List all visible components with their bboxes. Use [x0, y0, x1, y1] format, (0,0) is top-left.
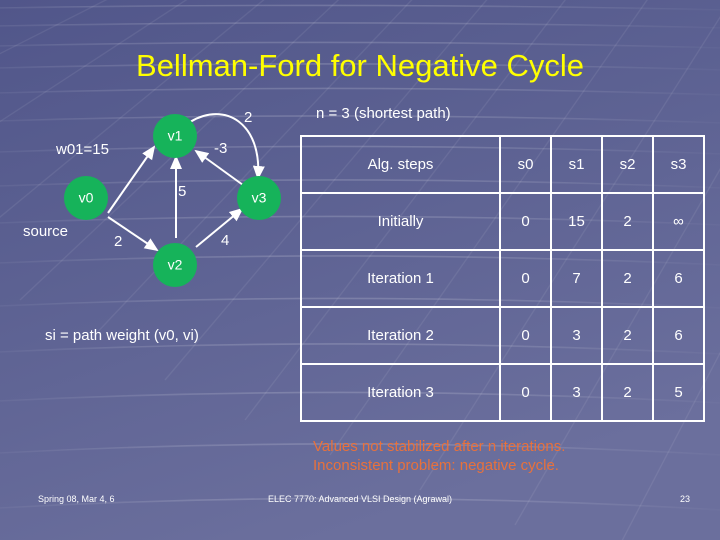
row-label: Iteration 1 — [300, 249, 501, 308]
cell-s1: 3 — [550, 363, 603, 422]
header-s2: s2 — [601, 135, 654, 194]
cell-s2: 2 — [601, 306, 654, 365]
table-caption: n = 3 (shortest path) — [316, 105, 451, 122]
node-v2: v2 — [153, 243, 197, 287]
edge-v2-v3 — [195, 207, 244, 248]
table-row: Iteration 1 0 7 2 6 — [300, 249, 705, 308]
footer-course: ELEC 7770: Advanced VLSI Design (Agrawal… — [267, 494, 453, 504]
cell-s0: 0 — [499, 363, 552, 422]
cell-s3: 6 — [652, 249, 705, 308]
page-title: Bellman-Ford for Negative Cycle — [136, 48, 584, 83]
si-definition: si = path weight (v0, vi) — [45, 327, 199, 344]
cell-s1: 3 — [550, 306, 603, 365]
graph-diagram: v1 v0 v3 v2 w01=15 2 -3 5 2 4 source — [10, 95, 310, 295]
header-s3: s3 — [652, 135, 705, 194]
cell-s0: 0 — [499, 192, 552, 251]
cell-s2: 2 — [601, 192, 654, 251]
edge-v0-v1 — [107, 145, 156, 214]
header-s0: s0 — [499, 135, 552, 194]
table-header-row: Alg. steps s0 s1 s2 s3 — [300, 135, 705, 194]
table-row: Iteration 3 0 3 2 5 — [300, 363, 705, 422]
edge-label-v3-v1: -3 — [214, 140, 228, 157]
svg-text:v0: v0 — [79, 190, 94, 206]
edge-label-v2-v3: 4 — [221, 232, 230, 249]
cell-s0: 0 — [499, 306, 552, 365]
alg-steps-table: Alg. steps s0 s1 s2 s3 Initially 0 15 2 … — [300, 135, 705, 422]
svg-text:v3: v3 — [252, 190, 267, 206]
row-label: Iteration 2 — [300, 306, 501, 365]
edge-label-v2-v1: 5 — [178, 183, 187, 200]
edge-label-w01: w01=15 — [56, 141, 109, 158]
warning-text: Values not stabilized after n iterations… — [313, 437, 565, 475]
cell-s2: 2 — [601, 363, 654, 422]
table-row: Iteration 2 0 3 2 6 — [300, 306, 705, 365]
cell-s3: 6 — [652, 306, 705, 365]
edge-v0-v2 — [107, 216, 159, 252]
warning-line-1: Values not stabilized after n iterations… — [313, 438, 566, 455]
edge-label-v1-v3: 2 — [244, 109, 253, 126]
svg-text:v2: v2 — [168, 257, 183, 273]
graph-svg: v1 v0 v3 v2 — [64, 113, 281, 287]
edge-label-v0-v2: 2 — [114, 233, 123, 250]
cell-s1: 7 — [550, 249, 603, 308]
cell-s3: ∞ — [652, 192, 705, 251]
slide-footer: Spring 08, Mar 4, 6 ELEC 7770: Advanced … — [0, 494, 720, 510]
edge-v1-v3-curve — [189, 113, 265, 180]
cell-s0: 0 — [499, 249, 552, 308]
row-label: Iteration 3 — [300, 363, 501, 422]
node-v1: v1 — [153, 114, 197, 158]
warning-line-2: Inconsistent problem: negative cycle. — [313, 457, 559, 474]
cell-s2: 2 — [601, 249, 654, 308]
node-v3: v3 — [237, 176, 281, 220]
cell-s1: 15 — [550, 192, 603, 251]
header-alg-steps: Alg. steps — [300, 135, 501, 194]
table-row: Initially 0 15 2 ∞ — [300, 192, 705, 251]
footer-date: Spring 08, Mar 4, 6 — [38, 494, 115, 504]
header-s1: s1 — [550, 135, 603, 194]
edge-v3-v1 — [194, 149, 244, 186]
svg-text:v1: v1 — [168, 128, 183, 144]
slide-number: 23 — [679, 494, 690, 504]
node-v0: v0 — [64, 176, 108, 220]
source-label: source — [23, 223, 69, 240]
row-label: Initially — [300, 192, 501, 251]
cell-s3: 5 — [652, 363, 705, 422]
